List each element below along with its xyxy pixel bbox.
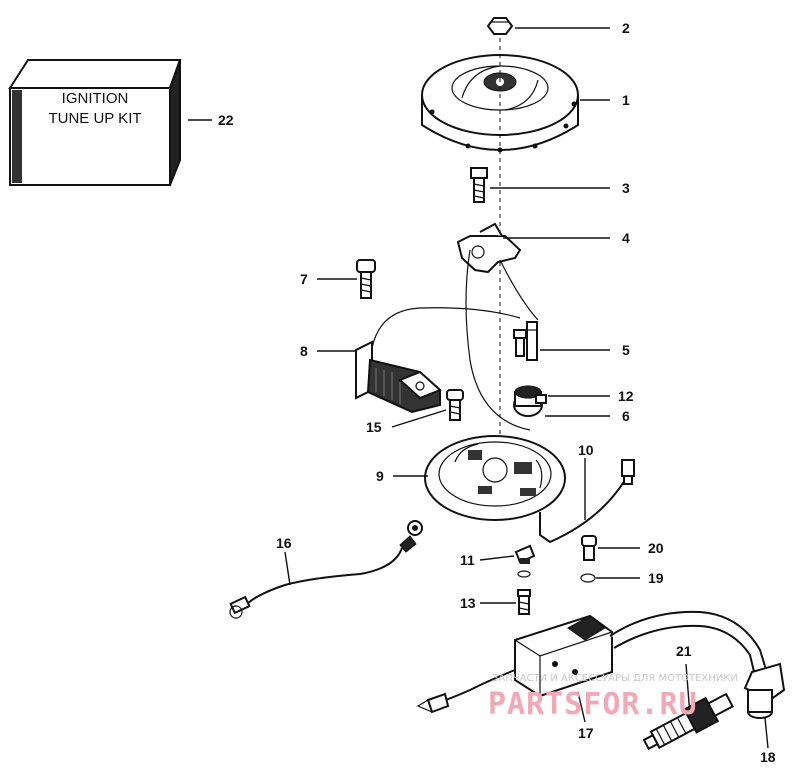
- callout-17: 17: [578, 725, 594, 741]
- callout-2: 2: [622, 20, 630, 36]
- callout-22: 22: [218, 112, 234, 128]
- ground-wire: [229, 520, 423, 619]
- callout-7: 7: [300, 271, 308, 287]
- callout-16: 16: [276, 535, 292, 551]
- stator-plate: [424, 435, 566, 521]
- callout-21: 21: [676, 643, 692, 659]
- callout-3: 3: [622, 180, 630, 196]
- callout-19: 19: [648, 570, 664, 586]
- callout-4: 4: [622, 230, 630, 246]
- callout-9: 9: [376, 468, 384, 484]
- watermark-caption: ЗАПЧАСТИ И АКСЕССУАРЫ ДЛЯ МОТОТЕХНИКИ: [492, 673, 738, 684]
- small-screw: [513, 329, 527, 357]
- leader-lines: [188, 27, 769, 749]
- callout-8: 8: [300, 343, 308, 359]
- plug-cap: [609, 610, 786, 719]
- tune-up-kit-box: IGNITION TUNE UP KIT: [8, 59, 182, 186]
- callout-20: 20: [648, 540, 664, 556]
- kit-line-1: IGNITION: [62, 90, 129, 107]
- coil-screw: [356, 259, 376, 299]
- callout-5: 5: [622, 342, 630, 358]
- plate-screw: [446, 389, 464, 421]
- callout-18: 18: [760, 749, 776, 765]
- callout-10: 10: [578, 442, 594, 458]
- flywheel-bolt: [470, 167, 488, 203]
- flywheel-nut: [486, 17, 514, 35]
- pulser-coil: [513, 385, 547, 417]
- lead-wire: [539, 459, 635, 544]
- wire-clip: [514, 544, 536, 564]
- spark-plug: [642, 692, 734, 751]
- ignition-coil: [416, 614, 613, 714]
- callout-11: 11: [460, 552, 475, 568]
- callout-12: 12: [618, 388, 634, 404]
- callout-1: 1: [622, 92, 630, 108]
- clip-screw: [517, 570, 531, 615]
- callout-15: 15: [366, 419, 382, 435]
- watermark-brand: PARTSFOR.RU: [488, 687, 698, 722]
- callout-13: 13: [460, 595, 476, 611]
- charging-coil: [355, 307, 521, 414]
- trigger-bracket: [456, 222, 539, 431]
- kit-line-2: TUNE UP KIT: [48, 110, 141, 127]
- watermark: ЗАПЧАСТИ И АКСЕССУАРЫ ДЛЯ МОТОТЕХНИКИ PA…: [488, 673, 738, 722]
- washer: [580, 573, 596, 583]
- callouts: 2 1 3 4 5 12 6 7 8 15 9 10 11 13 20 19 2…: [218, 20, 776, 765]
- callout-6: 6: [622, 408, 630, 424]
- sensor-pin: [526, 321, 538, 361]
- coil-bolt: [581, 535, 597, 561]
